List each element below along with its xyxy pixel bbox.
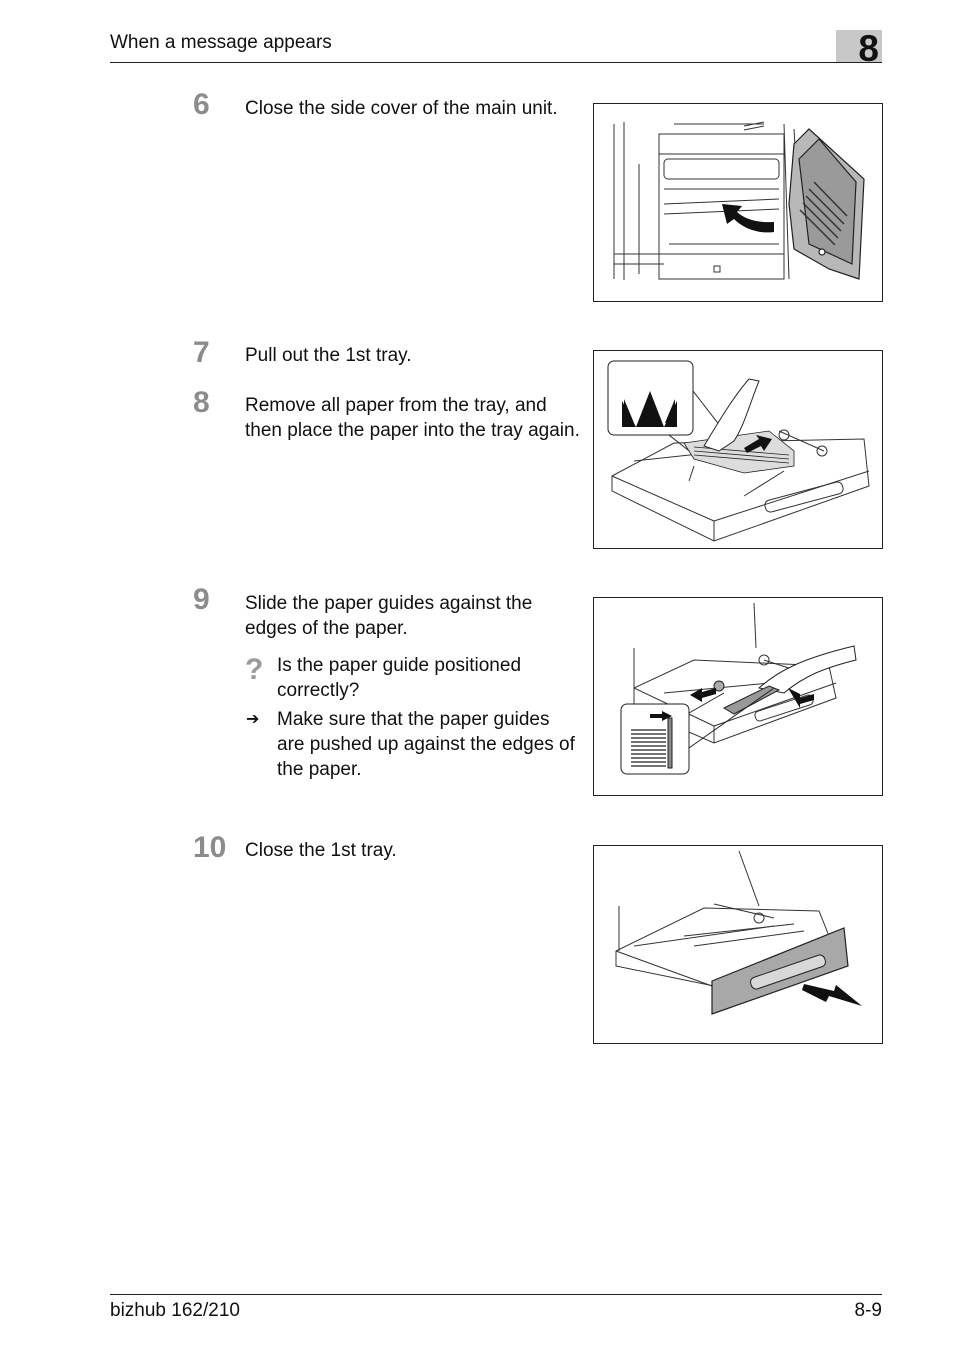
figure-close-side-cover xyxy=(593,103,883,302)
chapter-badge: 8 xyxy=(836,29,882,69)
arrow-icon: ➔ xyxy=(246,711,260,728)
header-title: When a message appears xyxy=(110,32,332,53)
footer-page-number: 8-9 xyxy=(854,1300,882,1321)
step-text-8: Remove all paper from the tray, and then… xyxy=(245,395,580,441)
question-icon: ? xyxy=(245,653,264,686)
figure-close-tray xyxy=(593,845,883,1044)
answer-text: Make sure that the paper guides are push… xyxy=(277,709,575,780)
figure-slide-paper-guides xyxy=(593,597,883,796)
header-rule xyxy=(110,62,882,63)
step-number-9: 9 xyxy=(193,583,210,616)
step-text-9: Slide the paper guides against the edges… xyxy=(245,593,533,639)
step-text-10: Close the 1st tray. xyxy=(245,840,397,861)
step-number-7: 7 xyxy=(193,336,210,369)
step-number-10: 10 xyxy=(193,831,227,864)
step-number-6: 6 xyxy=(193,88,210,121)
step-text-7: Pull out the 1st tray. xyxy=(245,345,412,366)
question-text: Is the paper guide positioned correctly? xyxy=(277,655,522,701)
step-number-8: 8 xyxy=(193,386,210,419)
footer-rule xyxy=(110,1294,882,1295)
chapter-number: 8 xyxy=(858,28,879,69)
step-text-6: Close the side cover of the main unit. xyxy=(245,98,558,119)
footer-model: bizhub 162/210 xyxy=(110,1300,240,1321)
figure-reload-paper xyxy=(593,350,883,549)
